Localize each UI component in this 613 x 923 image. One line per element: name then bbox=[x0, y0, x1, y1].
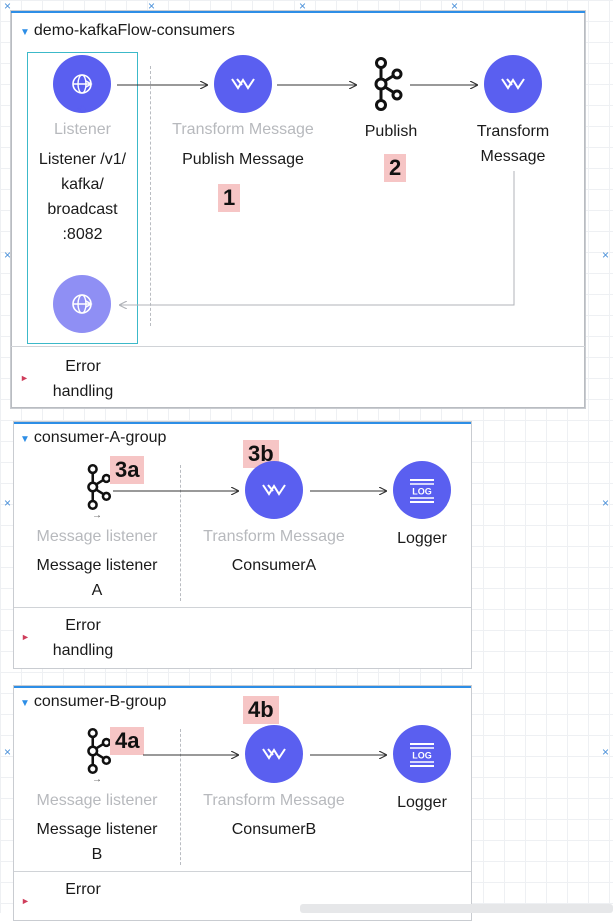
kafka-publish-component[interactable] bbox=[369, 57, 403, 116]
error-handling-section[interactable]: ► Error bbox=[14, 871, 471, 923]
expand-caret-icon[interactable]: ► bbox=[21, 896, 30, 906]
logger-name: Logger bbox=[397, 530, 447, 547]
sync-icon: ⟲ bbox=[77, 104, 87, 116]
canvas-marker: × bbox=[299, 0, 307, 13]
svg-text:LOG: LOG bbox=[412, 751, 432, 761]
kafka-icon bbox=[87, 728, 112, 774]
transform-consumer-a-component[interactable] bbox=[245, 461, 303, 519]
transform-publish-component[interactable] bbox=[214, 55, 272, 113]
step-badge: 1 bbox=[218, 184, 241, 212]
globe-arrow-icon bbox=[72, 74, 93, 94]
dataweave-icon bbox=[231, 78, 255, 90]
canvas-marker: × bbox=[602, 745, 610, 759]
source-divider bbox=[180, 465, 181, 601]
http-response-component[interactable] bbox=[53, 275, 111, 333]
http-listener-component[interactable] bbox=[53, 55, 111, 113]
canvas-marker: × bbox=[148, 0, 156, 13]
transform-type-label: Transform Message bbox=[172, 121, 314, 138]
listener-type-label: Listener bbox=[54, 121, 111, 138]
logger-icon: LOG bbox=[410, 479, 434, 503]
dataweave-icon bbox=[262, 484, 286, 496]
error-handling-label: Error handling bbox=[52, 358, 114, 400]
step-badge: 2 bbox=[384, 154, 407, 182]
canvas-marker: × bbox=[602, 248, 610, 262]
canvas-marker: × bbox=[451, 0, 459, 13]
transform-name: Publish Message bbox=[182, 151, 304, 168]
canvas-marker: × bbox=[4, 745, 12, 759]
listener-type-label: Message listener bbox=[36, 528, 158, 545]
transform-name: ConsumerA bbox=[231, 557, 317, 574]
collapse-caret-icon[interactable]: ▼ bbox=[20, 27, 30, 38]
step-badge: 3a bbox=[110, 456, 145, 484]
transform-type-label: Transform Message bbox=[203, 528, 345, 545]
collapse-caret-icon[interactable]: ▼ bbox=[20, 698, 30, 709]
source-arrow-icon: → bbox=[92, 774, 102, 785]
collapse-caret-icon[interactable]: ▼ bbox=[20, 434, 30, 445]
transform-message-component[interactable] bbox=[484, 55, 542, 113]
logger-component[interactable]: LOG bbox=[393, 461, 451, 519]
dataweave-icon bbox=[262, 748, 286, 760]
globe-arrow-icon bbox=[72, 294, 93, 314]
error-handling-label: Error bbox=[65, 881, 101, 898]
step-badge: 4a bbox=[110, 727, 145, 755]
flow-title[interactable]: ▼demo-kafkaFlow-consumers bbox=[20, 22, 235, 39]
canvas-marker: × bbox=[4, 248, 12, 262]
source-arrow-icon: → bbox=[92, 510, 102, 521]
canvas-marker: × bbox=[4, 496, 12, 510]
step-badge: 4b bbox=[243, 696, 279, 724]
error-handling-section[interactable]: ► Error handling bbox=[11, 346, 585, 409]
flow-title[interactable]: ▼consumer-B-group bbox=[20, 693, 167, 710]
listener-name: Message listener B bbox=[36, 821, 158, 863]
logger-icon: LOG bbox=[410, 743, 434, 767]
transform-name: ConsumerB bbox=[231, 821, 317, 838]
source-divider bbox=[180, 729, 181, 865]
kafka-listener-component[interactable] bbox=[82, 728, 112, 779]
transform-name: Transform Message bbox=[476, 123, 550, 165]
listener-type-label: Message listener bbox=[36, 792, 158, 809]
error-handling-label: Error handling bbox=[52, 617, 114, 659]
source-divider bbox=[150, 66, 151, 326]
listener-name: Listener /v1/ kafka/ broadcast :8082 bbox=[38, 151, 127, 243]
transform-type-label: Transform Message bbox=[203, 792, 345, 809]
listener-name: Message listener A bbox=[36, 557, 158, 599]
logger-name: Logger bbox=[397, 794, 447, 811]
flow-header-bar bbox=[11, 11, 585, 13]
horizontal-scrollbar[interactable] bbox=[300, 904, 613, 913]
error-handling-section[interactable]: ► Error handling bbox=[14, 607, 471, 670]
svg-text:LOG: LOG bbox=[412, 487, 432, 497]
logger-component[interactable]: LOG bbox=[393, 725, 451, 783]
kafka-icon bbox=[87, 464, 112, 510]
kafka-listener-component[interactable] bbox=[82, 464, 112, 515]
expand-caret-icon[interactable]: ► bbox=[21, 632, 30, 642]
transform-consumer-b-component[interactable] bbox=[245, 725, 303, 783]
publish-name: Publish bbox=[364, 123, 418, 140]
expand-caret-icon[interactable]: ► bbox=[20, 373, 29, 383]
flow-consumer-a[interactable]: ▼consumer-A-group ► Error handling bbox=[13, 421, 472, 669]
flow-title[interactable]: ▼consumer-A-group bbox=[20, 429, 167, 446]
flow-consumer-b[interactable]: ▼consumer-B-group ► Error bbox=[13, 685, 472, 921]
dataweave-icon bbox=[501, 78, 525, 90]
canvas-marker: × bbox=[4, 0, 12, 13]
canvas-marker: × bbox=[602, 496, 610, 510]
kafka-icon bbox=[374, 57, 403, 111]
flow-header-bar bbox=[14, 422, 471, 424]
flow-header-bar bbox=[14, 686, 471, 688]
